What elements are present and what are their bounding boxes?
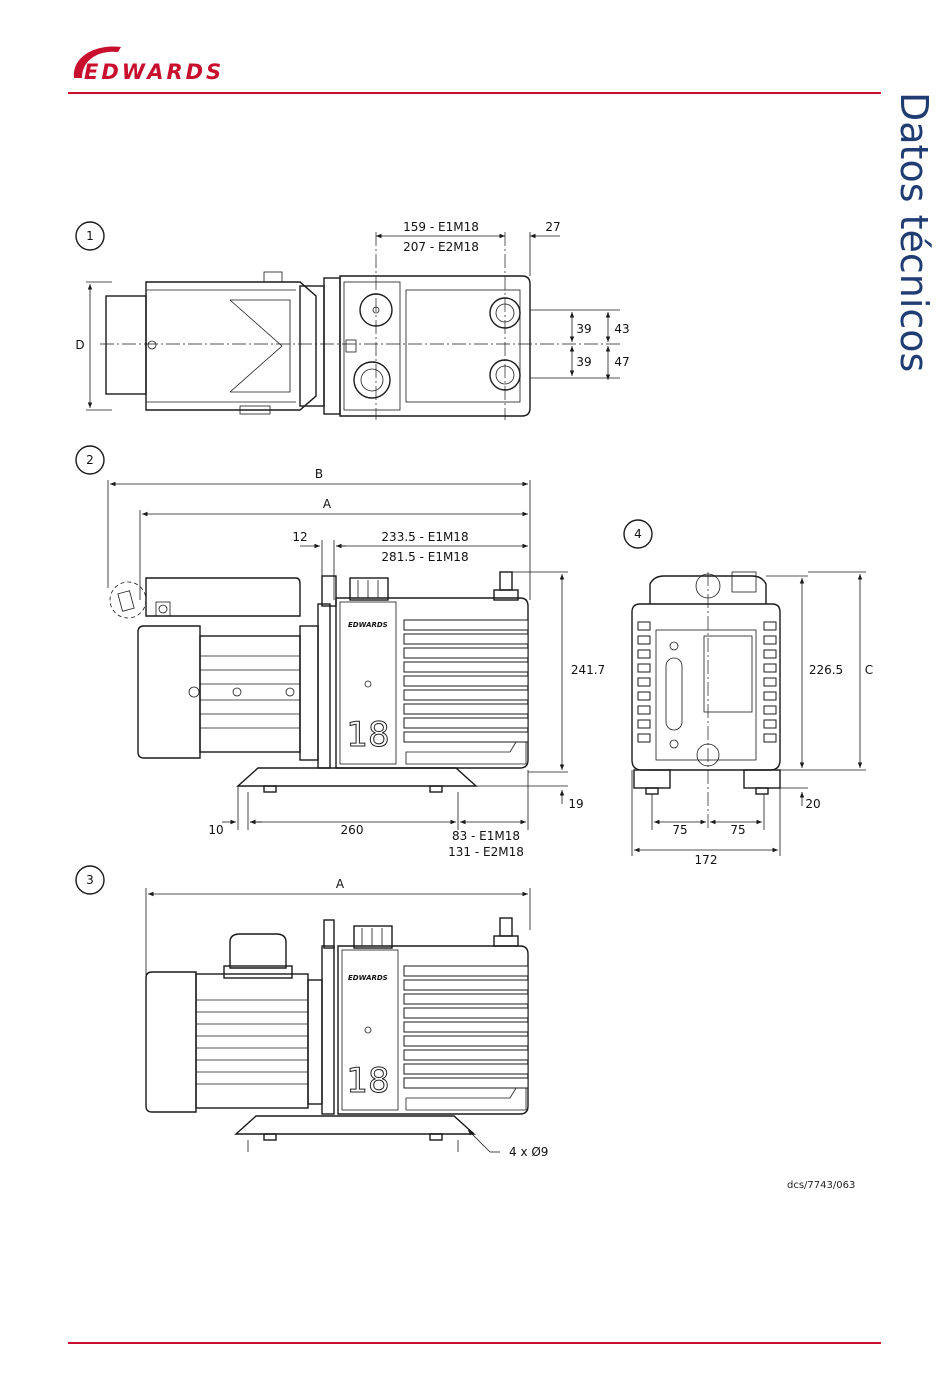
dim-v2-260: 260 [341,823,364,837]
dim-v2-e1: 233.5 - E1M18 [381,530,468,544]
v4-fins-left [638,622,650,742]
dim-v1-inlet-e2: 207 - E2M18 [403,240,479,254]
dim-v2-10: 10 [208,823,223,837]
dim-v2-e2: 281.5 - E1M18 [381,550,468,564]
dim-v2-B: B [315,467,323,481]
view-2-side: 2 B A 12 233.5 - E1M18 281.5 - E1M18 [76,446,605,859]
view-1-top: 1 D [75,220,629,420]
view-2-number: 2 [86,453,94,467]
dim-v2-83: 83 - E1M18 [452,829,520,843]
v3-cooling-fins [404,966,528,1088]
dim-v4-75b: 75 [730,823,745,837]
view-3-side-alt: 3 A EDWARDS 18 [76,866,548,1159]
dim-v1-D: D [75,338,84,352]
dim-v4-height: 226.5 [809,663,843,677]
dim-v1-39b: 39 [576,355,591,369]
dim-v2-A: A [323,497,332,511]
v3-pump-maker-label: EDWARDS [348,974,388,982]
view-3-number: 3 [86,873,94,887]
view-1-number: 1 [86,229,94,243]
dim-v2-12: 12 [292,530,307,544]
dim-v2-131: 131 - E2M18 [448,845,524,859]
v2-pump-maker-label: EDWARDS [348,621,388,629]
dim-v1-43: 43 [614,322,629,336]
dim-v2-height: 241.7 [571,663,605,677]
v2-cooling-fins [404,620,528,742]
dim-v4-172: 172 [695,853,718,867]
dim-v4-C: C [865,663,873,677]
dim-v2-19: 19 [568,797,583,811]
dim-v4-20: 20 [805,797,820,811]
v3-pump-model-label: 18 [346,1061,389,1101]
dim-v1-27: 27 [545,220,560,234]
view-4-end: 4 [624,520,873,867]
dim-v1-inlet-e1: 159 - E1M18 [403,220,479,234]
v4-fins-right [764,622,776,742]
dim-v4-75a: 75 [672,823,687,837]
dim-v1-39a: 39 [576,322,591,336]
dim-v1-47: 47 [614,355,629,369]
v2-pump-model-label: 18 [346,715,389,755]
view-4-number: 4 [634,527,642,541]
drawing-reference: dcs/7743/063 [787,1180,855,1191]
dim-v3-A: A [336,877,345,891]
dim-v3-feet: 4 x Ø9 [509,1145,548,1159]
